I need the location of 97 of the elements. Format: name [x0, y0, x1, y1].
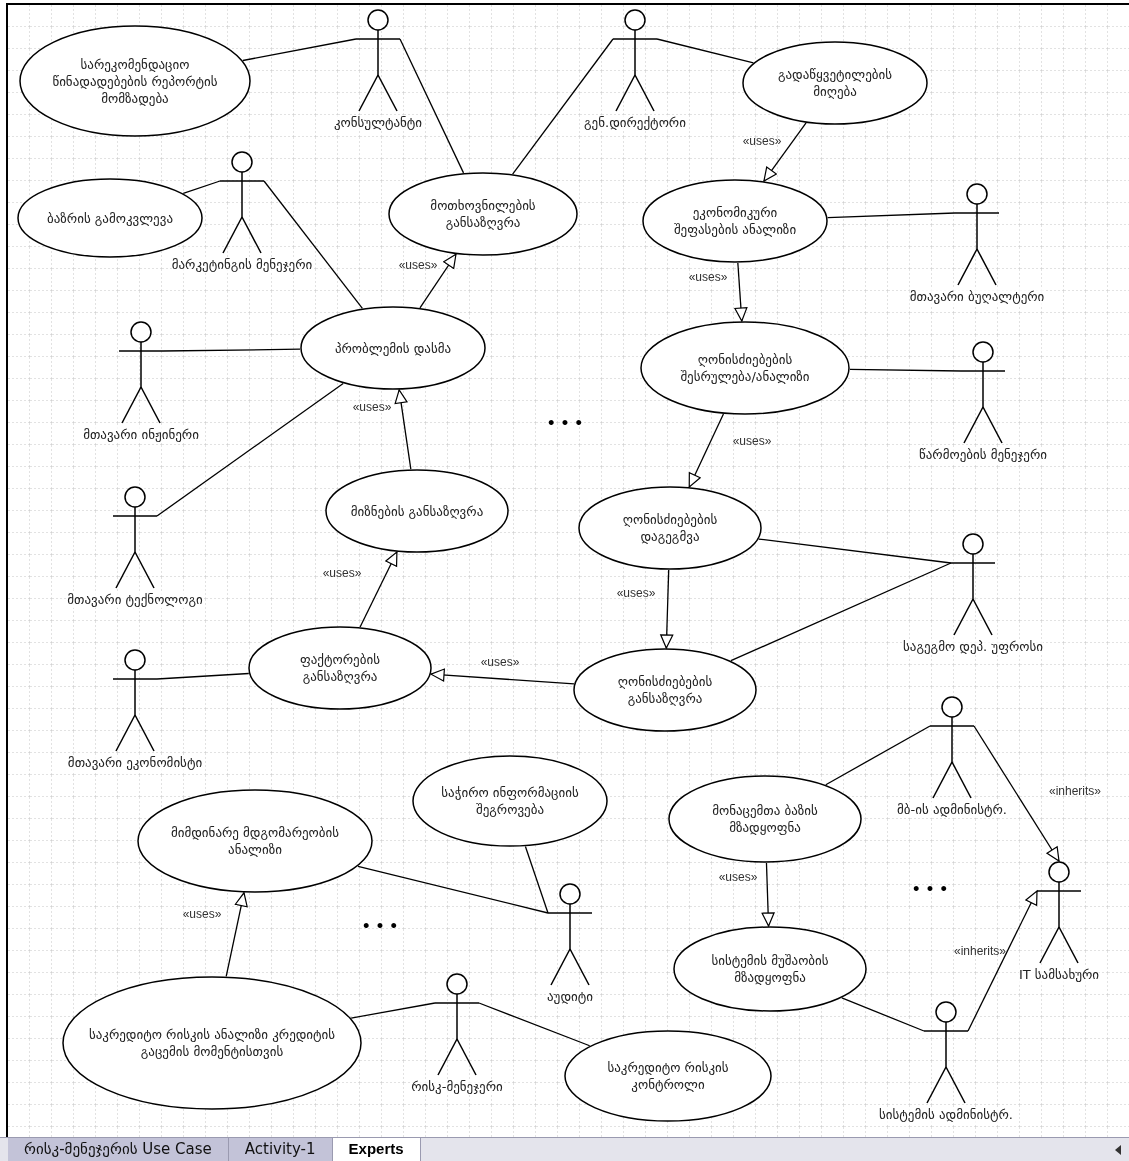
association-line — [656, 38, 755, 64]
use-case-label: მიზნების განსაზღვრა — [350, 502, 484, 520]
edge-label: «uses» — [615, 585, 657, 601]
association-line — [242, 38, 357, 62]
edge-label: «uses» — [321, 565, 363, 581]
use-case-ellipse — [642, 179, 828, 263]
tab: Activity-1 — [228, 1138, 333, 1161]
actor-label: მბ-ის ადმინისტრ. — [897, 802, 1007, 818]
edge-label: «uses» — [351, 399, 393, 415]
association-line — [399, 38, 465, 174]
use-case-ellipse — [325, 469, 509, 553]
association-line — [478, 1002, 591, 1047]
use-case-label: პრობლემის დასმა — [334, 339, 452, 357]
arrow — [394, 389, 412, 470]
use-case-ellipse — [573, 648, 757, 732]
arrow — [973, 725, 1060, 862]
use-case-ellipse — [137, 789, 373, 893]
use-case-ellipse — [17, 178, 203, 258]
actor-label: მთავარი ინჟინერი — [83, 427, 199, 443]
association-line — [524, 845, 549, 914]
association-line — [849, 368, 962, 372]
arrow — [359, 551, 398, 628]
edge-label: «uses» — [731, 433, 773, 449]
use-case-label: ღონისძიებების დაგეგმვა — [621, 511, 719, 545]
use-case-label: ფაქტორების განსაზღვრა — [299, 651, 381, 685]
use-case-label: ღონისძიებების შესრულება/ანალიზი — [679, 351, 811, 385]
active-tab: Experts — [332, 1138, 421, 1161]
use-case-label: მიმდინარე მდგომარეობის ანალიზი — [169, 824, 341, 858]
arrow — [419, 253, 457, 309]
edge-label: «inherits» — [1048, 783, 1102, 799]
edge-label: «uses» — [181, 906, 223, 922]
edge-label: «uses» — [741, 133, 783, 149]
use-case-ellipse — [300, 306, 486, 390]
actor-label: გენ.დირექტორი — [584, 115, 686, 131]
use-case-ellipse — [388, 172, 578, 256]
ellipsis-mark: • • • — [546, 413, 584, 433]
actor-label: მარკეტინგის მენეჯერი — [171, 257, 313, 273]
association-line — [357, 865, 549, 914]
association-line — [841, 997, 925, 1032]
edge-label: «inherits» — [953, 943, 1007, 959]
ellipsis-mark: • • • — [361, 916, 399, 936]
association-line — [758, 538, 952, 564]
use-case-label: საკრედიტო რისკის კონტროლი — [606, 1059, 730, 1093]
association-line — [156, 382, 344, 517]
arrow — [660, 569, 674, 649]
use-case-ellipse — [19, 25, 251, 137]
use-case-ellipse — [564, 1030, 772, 1122]
arrow — [688, 413, 725, 488]
use-case-ellipse — [578, 486, 762, 570]
use-case-ellipse — [412, 755, 608, 847]
association-line — [182, 180, 221, 194]
association-line — [350, 1002, 436, 1019]
use-case-ellipse — [673, 926, 867, 1012]
use-case-label: ბაზრის გამოკვლევა — [47, 209, 173, 227]
use-case-label: მოთხოვნილების განსაზღვრა — [429, 197, 537, 231]
actor-label: სისტემის ადმინისტრ. — [879, 1107, 1013, 1123]
association-line — [162, 348, 301, 352]
use-case-ellipse — [62, 976, 362, 1110]
use-case-label: სისტემის მუშაობის მზადყოფნა — [710, 952, 830, 986]
use-case-label: საკრედიტო რისკის ანალიზი კრედიტის გაცემის მომენტისთვის — [87, 1026, 337, 1060]
association-line — [827, 212, 956, 219]
edge-label: «uses» — [479, 654, 521, 670]
actor-label: მთავარი ეკონომისტი — [67, 755, 203, 771]
actor-label: კონსულტანტი — [333, 115, 423, 131]
actor-label: აუდიტი — [547, 989, 593, 1005]
association-line — [512, 38, 614, 175]
use-case-label: გადაწყვეტილების მიღება — [776, 66, 893, 100]
ellipsis-mark: • • • — [911, 879, 949, 899]
use-case-ellipse — [668, 775, 862, 863]
edge-label: «uses» — [687, 269, 729, 285]
actor-label: IT სამსახური — [1018, 967, 1100, 983]
use-case-label: საჭირო ინფორმაციის შეგროვება — [440, 784, 580, 818]
use-case-ellipse — [640, 321, 850, 415]
use-case-label: მონაცემთა ბაზის მზადყოფნა — [711, 802, 819, 836]
use-case-label: სარეკომენდაციო წინადადებების რეპორტის მომზადება — [51, 55, 219, 107]
edge-label: «uses» — [717, 869, 759, 885]
arrow — [763, 122, 807, 182]
use-case-label: ღონისძიებების განსაზღვრა — [616, 673, 714, 707]
association-line — [156, 672, 250, 680]
actor-label: საგეგმო დეპ. უფროსი — [903, 639, 1043, 655]
association-line — [263, 180, 363, 309]
actor-label: მთავარი ტექნოლოგი — [67, 592, 203, 608]
arrow — [967, 890, 1038, 1032]
arrow — [761, 862, 775, 927]
use-case-ellipse — [248, 626, 432, 710]
use-case-ellipse — [742, 41, 928, 125]
actor-label: რისკ-მენეჯერი — [411, 1079, 503, 1095]
arrow — [430, 668, 575, 685]
tab: რისკ-მენეჯერის Use Case — [8, 1138, 229, 1161]
actor-label: მთავარი ბუღალტერი — [909, 289, 1045, 305]
arrow — [734, 262, 748, 322]
association-line — [825, 725, 931, 786]
actor-label: წარმოების მენეჯერი — [919, 447, 1047, 463]
association-line — [730, 562, 952, 662]
arrow — [225, 892, 248, 977]
use-case-label: ეკონომიკური შეფასების ანალიზი — [672, 204, 798, 238]
edge-label: «uses» — [397, 257, 439, 273]
